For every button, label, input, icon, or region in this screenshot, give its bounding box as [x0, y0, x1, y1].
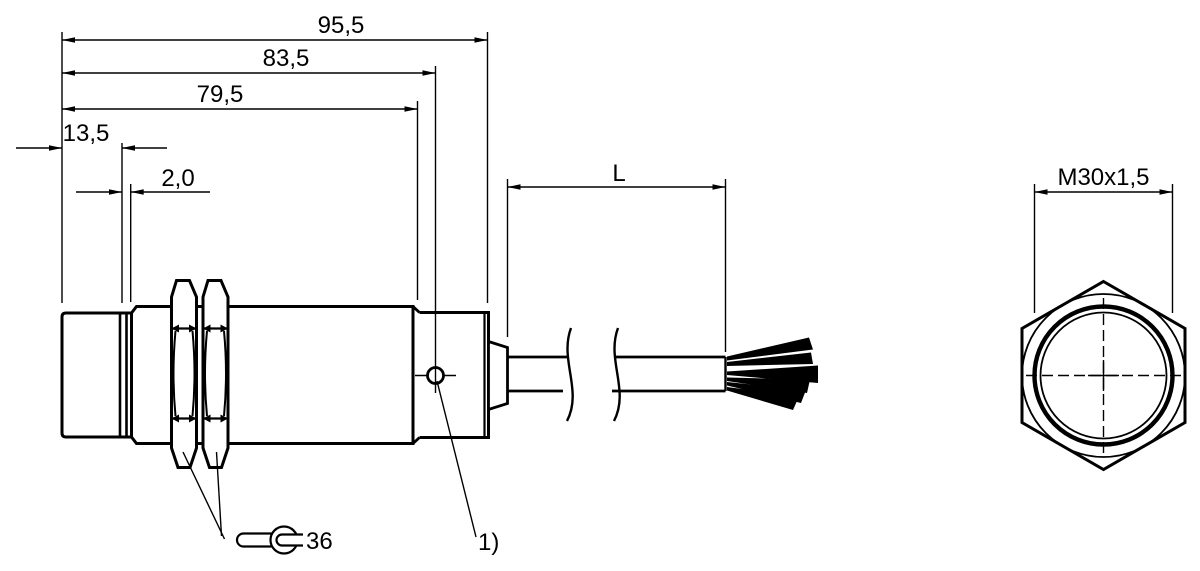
sensor-side-view: [60, 279, 818, 469]
wire-ends: [727, 337, 818, 410]
cable-break-line-2: [612, 327, 621, 422]
wrench-size-label: 36: [306, 528, 333, 555]
dim-overall-length: [62, 37, 488, 43]
dimensions: [16, 32, 727, 540]
sensing-face-cap: [60, 311, 133, 439]
dim-cable-label: L: [612, 160, 625, 187]
hex-nut-1: [170, 279, 198, 469]
thread-label: M30x1,5: [1057, 164, 1149, 191]
dim-groove-label: 2,0: [161, 165, 194, 192]
thread-inner-circle: [1039, 311, 1168, 440]
hex-chamfer-circle: [1021, 293, 1186, 458]
cable-gland: [487, 339, 509, 412]
cable-break-line-1: [565, 327, 574, 422]
dim-overall-label: 95,5: [318, 12, 365, 39]
wrench-leader-line-2: [215, 451, 223, 537]
barrel-rear-chamfer: [412, 305, 421, 445]
led-footnote-label: 1): [478, 529, 499, 556]
dim-length-to-led: [62, 70, 436, 76]
dim-thread: [1033, 184, 1174, 313]
dim-head-length: [16, 145, 167, 151]
dim-length-to-rear: [62, 106, 418, 112]
wrench-leader-line-1: [182, 451, 226, 540]
sensor-end-view: [1020, 184, 1187, 472]
hex-nut-2: [201, 279, 230, 469]
dim-cable-length: [507, 184, 726, 190]
cable: [507, 327, 727, 422]
dim-to-led-label: 83,5: [263, 45, 310, 72]
dim-to-rear-label: 79,5: [197, 81, 244, 108]
dim-groove-width: [76, 189, 210, 195]
dim-head-label: 13,5: [63, 120, 110, 147]
led-leader-line: [436, 380, 477, 538]
wrench-icon: [235, 525, 303, 555]
